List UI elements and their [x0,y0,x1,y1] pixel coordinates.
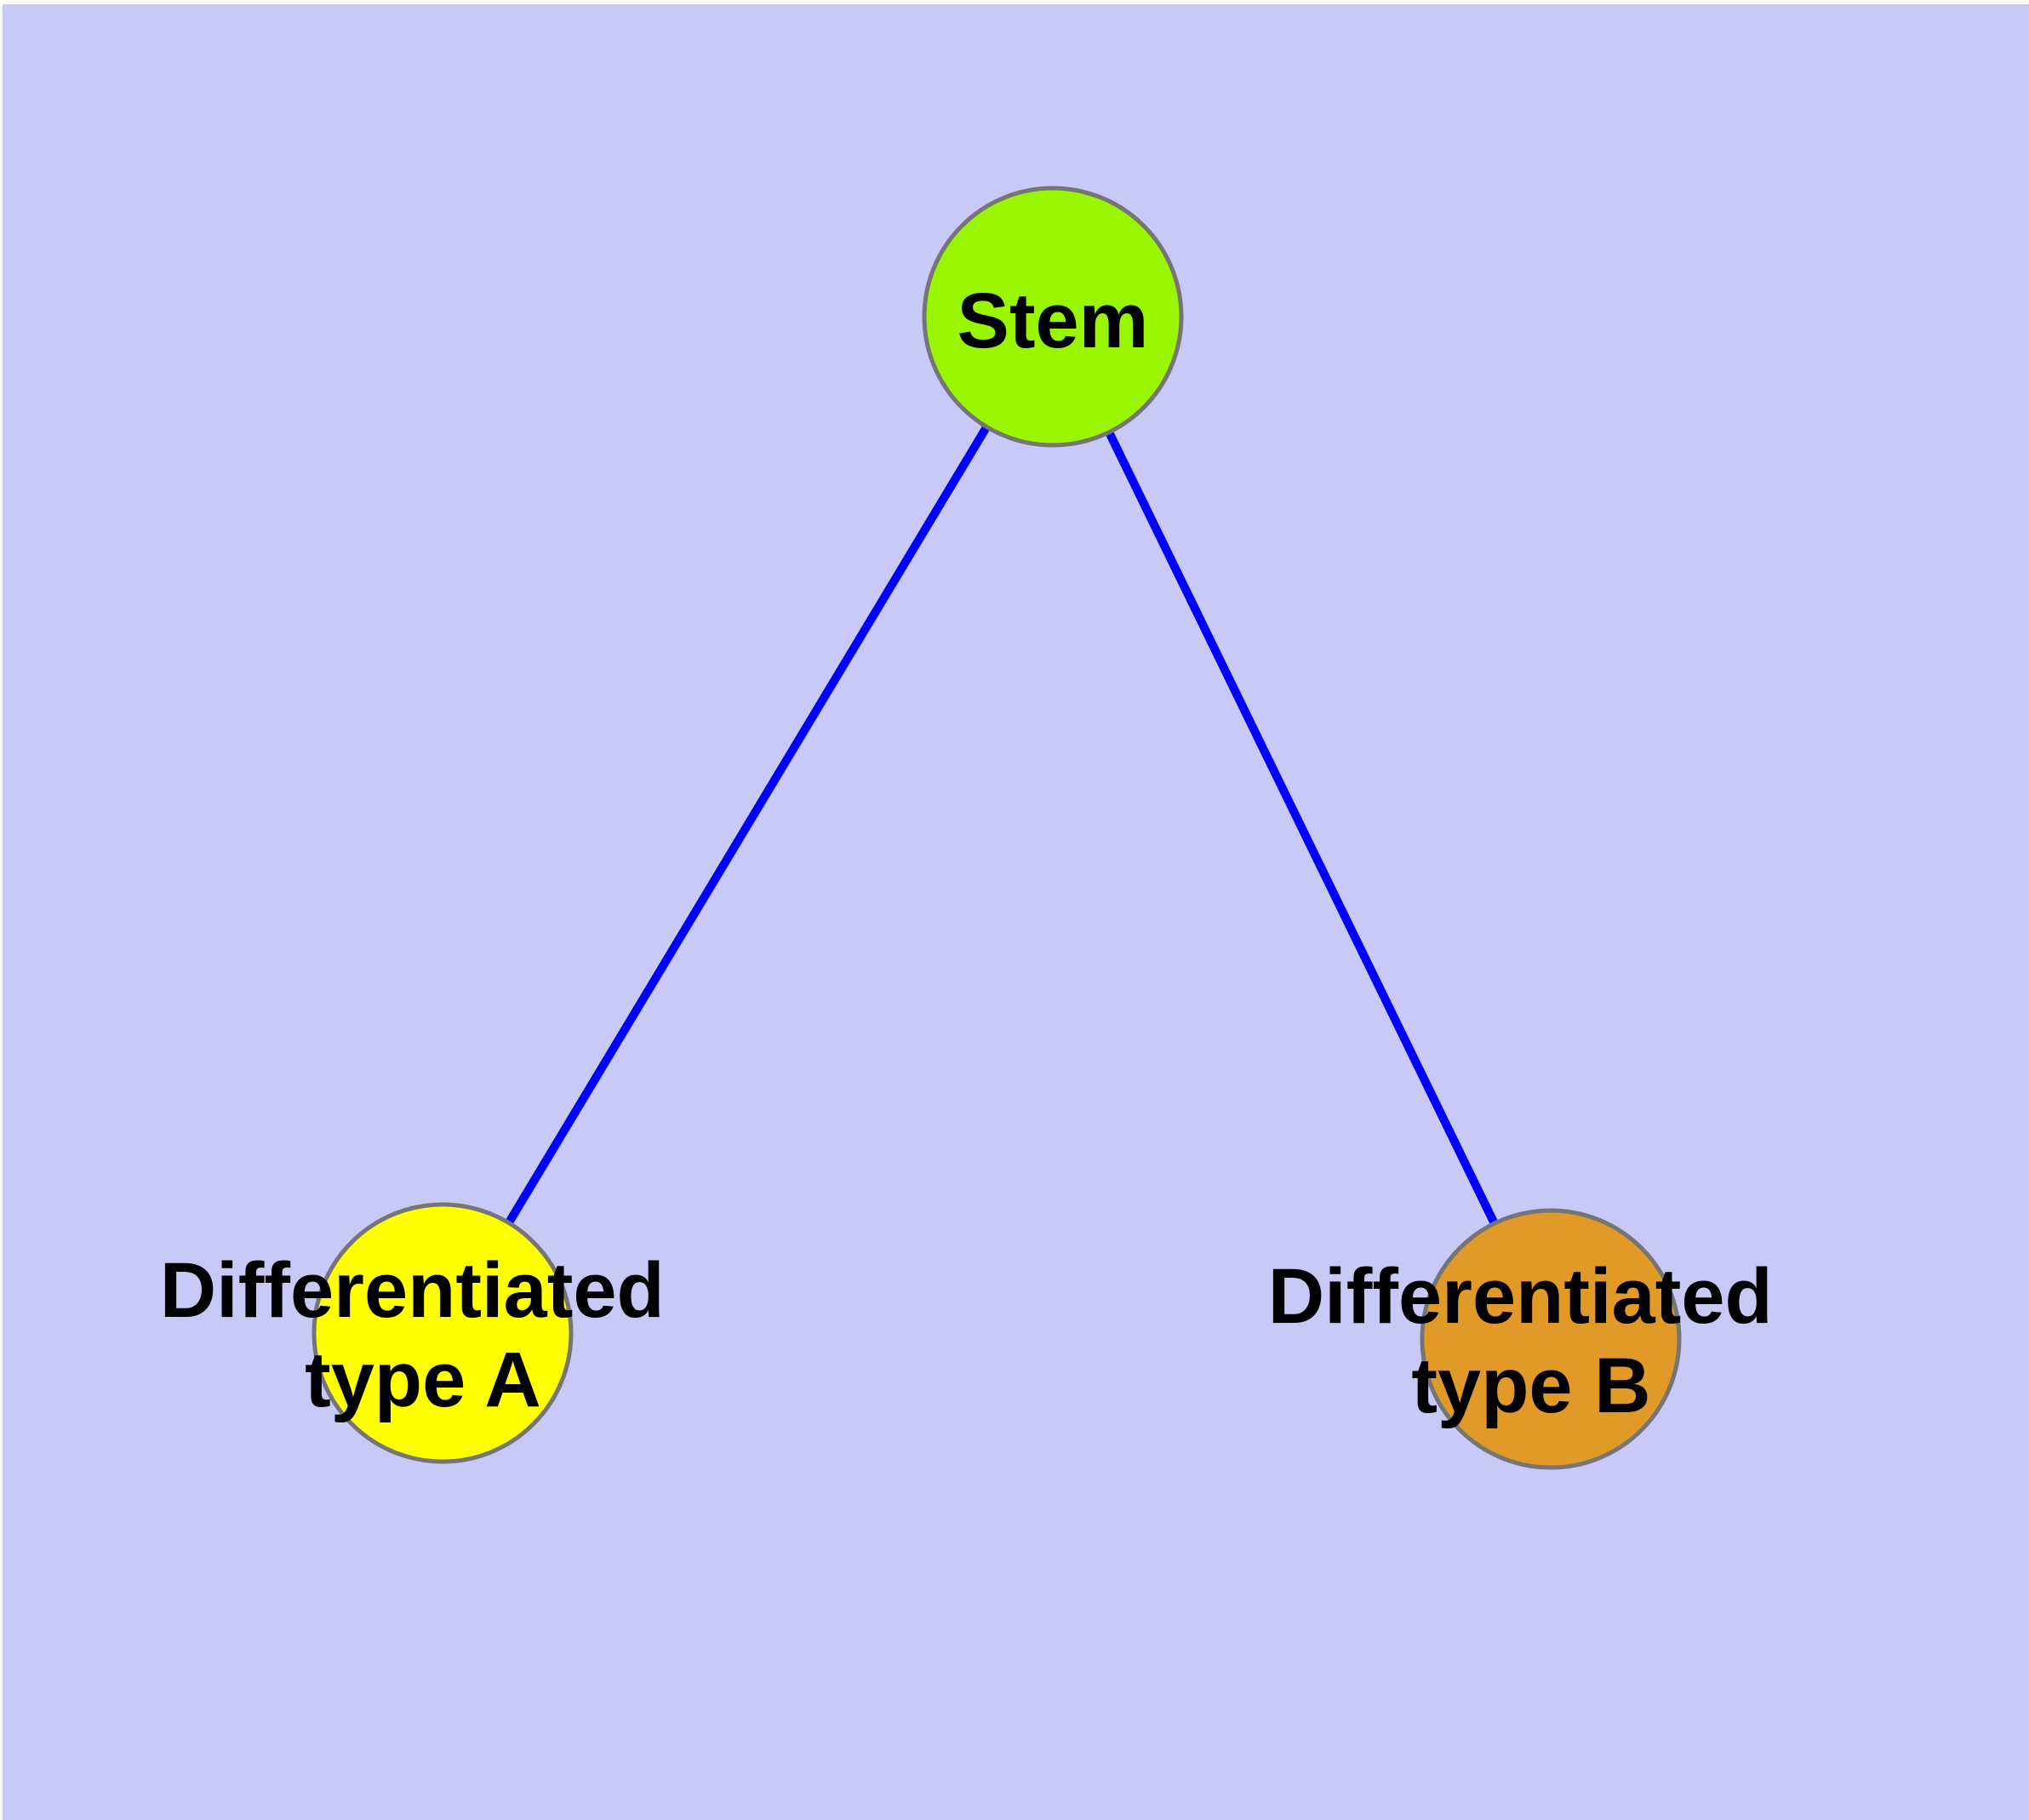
node-type-b-label-line1: Differentiated [1268,1253,1773,1340]
node-stem-circle [922,186,1184,448]
node-type-b-label-line2: type B [1411,1342,1650,1429]
node-type-b-label: Differentiated type B [1268,1253,1795,1429]
canvas-left-border-strip [0,0,3,1820]
node-stem-label: Stem [957,278,1149,364]
node-type-a-label-line2: type A [305,1336,541,1423]
node-type-b-circle [1420,1208,1682,1470]
node-type-a-label-line1: Differentiated [160,1247,665,1334]
edge-stem-to-type-b [1049,314,1555,1342]
edge-stem-to-type-a [438,314,1057,1336]
node-type-a-circle [311,1202,574,1464]
canvas-top-border-strip [0,0,2029,4]
node-type-a-label: Differentiated type A [160,1247,687,1423]
